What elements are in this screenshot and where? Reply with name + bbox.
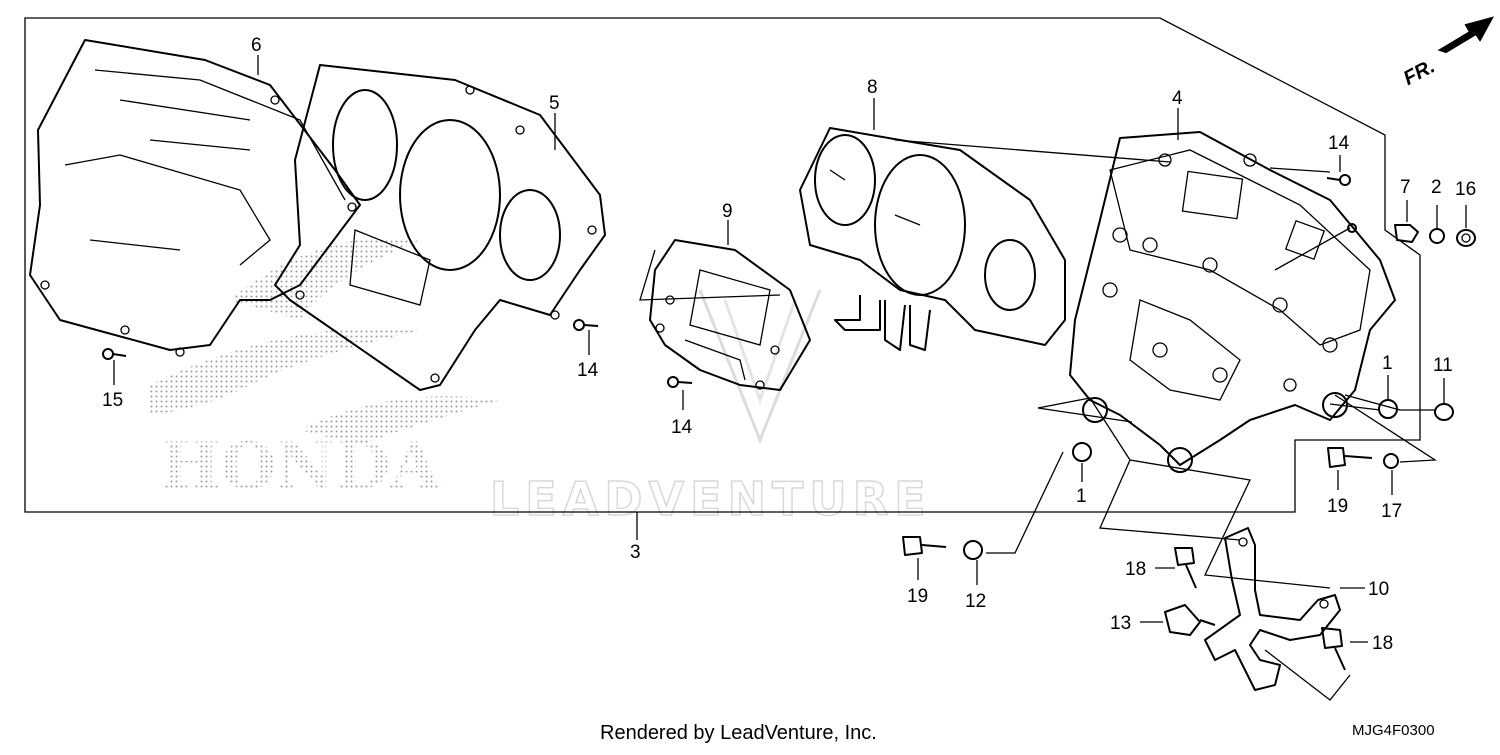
- leadventure-watermark: LEADVENTURE: [490, 472, 932, 526]
- callout-15[interactable]: 15: [102, 390, 123, 411]
- meter-case-part[interactable]: [1069, 131, 1396, 473]
- callout-1-left[interactable]: 1: [1076, 486, 1087, 507]
- direction-label: FR.: [1400, 55, 1439, 90]
- nut-11[interactable]: [1434, 403, 1454, 421]
- meter-unit-part[interactable]: [799, 127, 1066, 351]
- callout-8[interactable]: 8: [867, 77, 878, 98]
- screw-14-left[interactable]: [573, 319, 599, 331]
- callout-18-bottom[interactable]: 18: [1372, 633, 1393, 654]
- collar-12[interactable]: [963, 540, 983, 560]
- callout-16[interactable]: 16: [1455, 179, 1476, 200]
- callout-14-top[interactable]: 14: [1328, 133, 1350, 154]
- honda-logo-watermark: HONDA: [160, 429, 441, 504]
- bracket-10[interactable]: [1204, 527, 1341, 691]
- callout-17[interactable]: 17: [1381, 501, 1402, 522]
- callout-13[interactable]: 13: [1110, 613, 1131, 634]
- clip-13[interactable]: [1164, 604, 1216, 636]
- callout-9[interactable]: 9: [722, 201, 733, 222]
- lcd-module-part[interactable]: [639, 239, 811, 391]
- callout-7[interactable]: 7: [1400, 177, 1411, 198]
- callout-1-right[interactable]: 1: [1382, 353, 1393, 374]
- collar-2[interactable]: [1429, 228, 1445, 244]
- front-direction-arrow: FR.: [1400, 16, 1494, 90]
- callout-10[interactable]: 10: [1368, 579, 1389, 600]
- washer-17[interactable]: [1383, 453, 1399, 469]
- callout-12[interactable]: 12: [965, 591, 986, 612]
- honda-wing-watermark: [150, 237, 500, 445]
- grommet-7[interactable]: [1394, 224, 1419, 243]
- footer-credit: Rendered by LeadVenture, Inc.: [600, 722, 877, 744]
- instrument-bezel-part[interactable]: [274, 64, 606, 391]
- callout-4[interactable]: 4: [1172, 88, 1183, 109]
- grommet-1-left[interactable]: [1072, 442, 1092, 462]
- bolt-18-top[interactable]: [1174, 547, 1197, 589]
- callout-5[interactable]: 5: [549, 93, 560, 114]
- screw-15[interactable]: [102, 348, 127, 360]
- callout-2[interactable]: 2: [1431, 177, 1442, 198]
- leadventure-emblem-watermark: [698, 289, 822, 445]
- callout-11[interactable]: 11: [1433, 355, 1453, 376]
- callout-19-right[interactable]: 19: [1327, 496, 1348, 517]
- leader-lines: [113, 55, 1467, 701]
- callout-labels: 6 5 8 4 9 14 14 14 15 7 2 16 1 11 1 19 1…: [102, 35, 1476, 654]
- assembly-boundary: [24, 17, 1421, 513]
- bolt-18-bottom[interactable]: [1321, 627, 1346, 671]
- callout-6[interactable]: 6: [251, 35, 262, 56]
- bolt-19-right[interactable]: [1327, 447, 1373, 468]
- screw-14-top[interactable]: [1326, 174, 1351, 186]
- callout-18-top[interactable]: 18: [1125, 559, 1146, 580]
- diagram-code: MJG4F0300: [1352, 722, 1435, 739]
- callout-14-left[interactable]: 14: [577, 360, 599, 381]
- meter-visor-part[interactable]: [29, 39, 361, 357]
- callout-3[interactable]: 3: [630, 542, 641, 563]
- nut-16[interactable]: [1456, 229, 1476, 247]
- bolt-19-left[interactable]: [902, 536, 947, 556]
- arrow-icon: [1437, 16, 1494, 54]
- screw-case-side[interactable]: [1347, 223, 1357, 233]
- callout-14-bottom[interactable]: 14: [671, 417, 693, 438]
- callout-19-left[interactable]: 19: [907, 586, 928, 607]
- screw-14-bottom[interactable]: [667, 376, 693, 388]
